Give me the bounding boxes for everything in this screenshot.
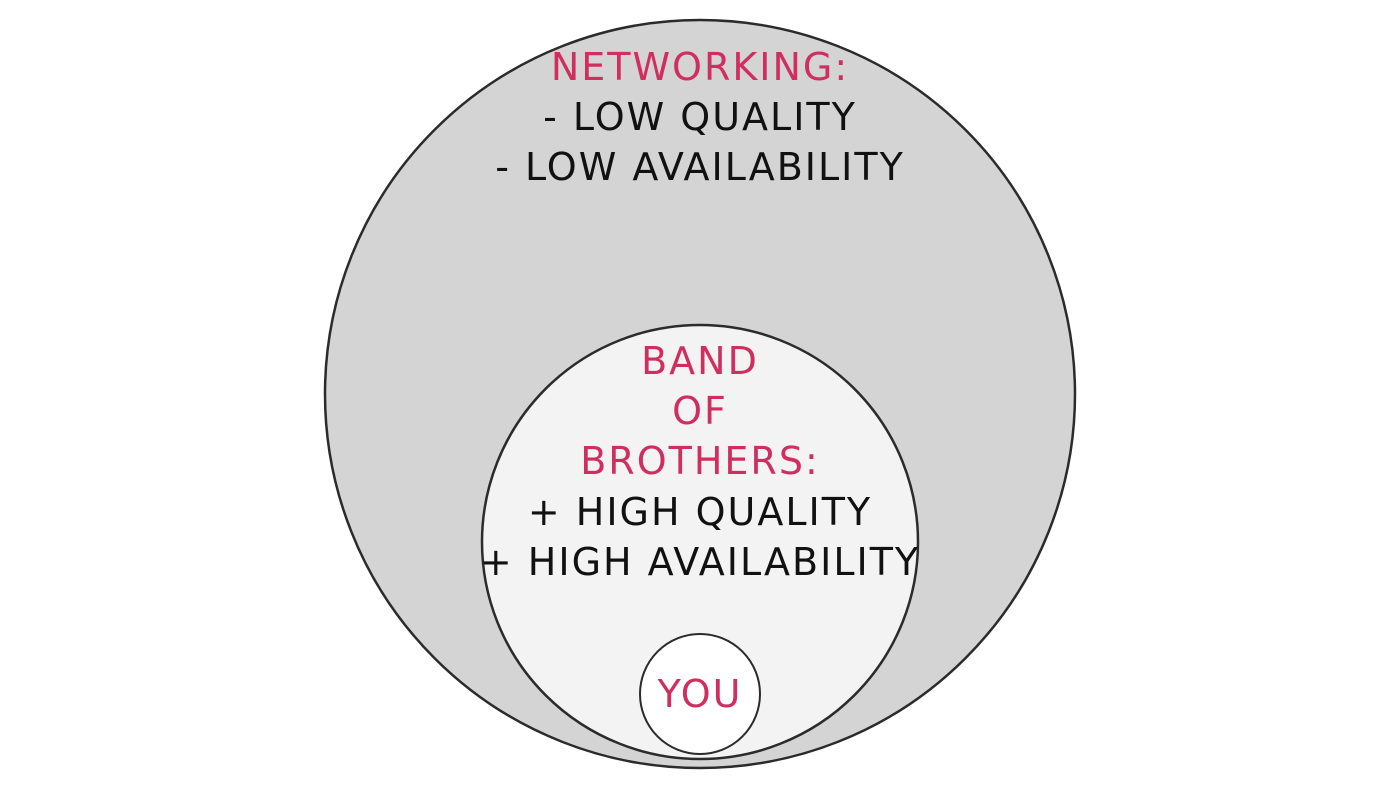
middle-circle-band-of-brothers xyxy=(480,323,920,761)
band-high-availability: + HIGH AVAILABILITY xyxy=(480,540,920,584)
band-title-line3: BROTHERS: xyxy=(580,439,820,483)
inner-circle-you xyxy=(639,633,761,755)
band-title-line2: OF xyxy=(672,389,728,433)
band-title-line1: BAND xyxy=(641,339,759,383)
band-high-quality: + HIGH QUALITY xyxy=(528,490,872,534)
you-label: YOU xyxy=(657,672,743,716)
networking-title: NETWORKING: xyxy=(551,45,849,89)
networking-low-availability: - LOW AVAILABILITY xyxy=(495,145,905,189)
networking-low-quality: - LOW QUALITY xyxy=(543,95,857,139)
